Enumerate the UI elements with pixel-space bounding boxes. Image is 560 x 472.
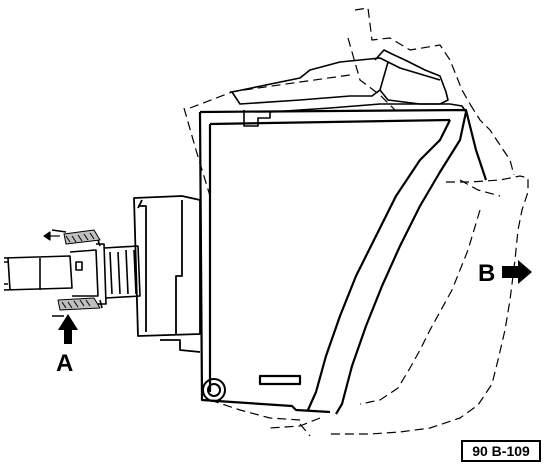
label-b: B xyxy=(478,260,496,287)
dashed-outline xyxy=(183,7,529,437)
label-a: A xyxy=(56,350,74,377)
arrow-up-icon xyxy=(58,314,78,344)
pivot-screw xyxy=(202,378,226,402)
figure-reference: 90 B-109 xyxy=(461,440,541,462)
small-arrow xyxy=(43,231,60,241)
mount-flange xyxy=(133,195,201,353)
nut-hatching xyxy=(57,229,101,311)
main-housing xyxy=(198,108,488,415)
connector-assembly xyxy=(3,229,141,317)
top-bracket xyxy=(231,49,467,127)
arrow-right-icon xyxy=(502,260,532,284)
